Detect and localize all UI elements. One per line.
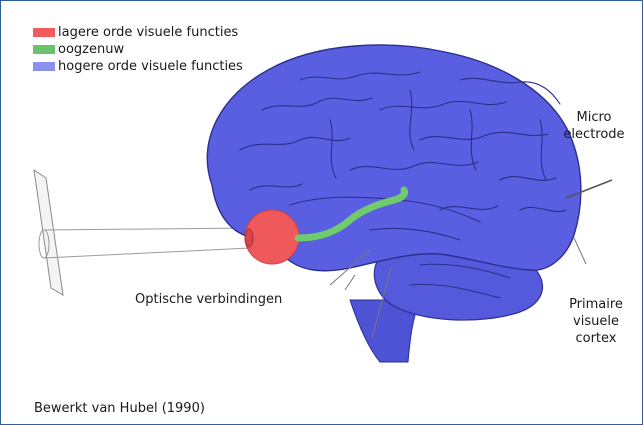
- primaire-visuele-cortex-label: Primaire visuele cortex: [558, 296, 634, 347]
- optische-pointer-3: [345, 275, 355, 290]
- legend: lagere orde visuele functies oogzenuw ho…: [33, 24, 243, 75]
- legend-label: lagere orde visuele functies: [58, 24, 238, 41]
- legend-item-lagere: lagere orde visuele functies: [33, 24, 243, 41]
- legend-item-hogere: hogere orde visuele functies: [33, 58, 243, 75]
- primaire-label-line2: visuele: [558, 313, 634, 330]
- legend-label: oogzenuw: [58, 41, 124, 58]
- micro-label-line1: Micro: [556, 109, 632, 126]
- projection-line-top: [44, 228, 250, 230]
- primaire-label-line3: cortex: [558, 330, 634, 347]
- source-credit: Bewerkt van Hubel (1990): [34, 400, 205, 417]
- legend-swatch-blue: [33, 62, 55, 71]
- micro-electrode-label: Micro electrode: [556, 109, 632, 143]
- legend-item-oogzenuw: oogzenuw: [33, 41, 243, 58]
- projection-line-bottom: [44, 248, 250, 258]
- legend-swatch-red: [33, 28, 55, 37]
- eye-pupil: [245, 229, 253, 247]
- primaire-label-line1: Primaire: [558, 296, 634, 313]
- micro-label-line2: electrode: [556, 126, 632, 143]
- legend-swatch-green: [33, 45, 55, 54]
- stimulus-screen: [34, 170, 63, 295]
- optische-verbindingen-label: Optische verbindingen: [135, 291, 282, 308]
- primaire-pointer: [574, 238, 586, 264]
- legend-label: hogere orde visuele functies: [58, 58, 243, 75]
